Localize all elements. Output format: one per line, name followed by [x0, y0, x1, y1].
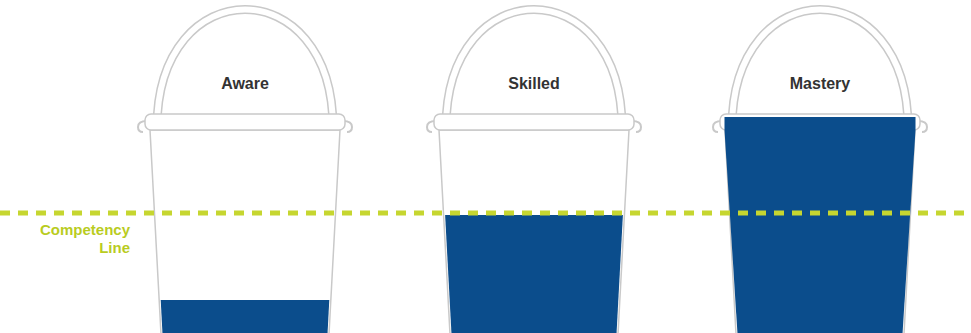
bucket-handle — [446, 10, 622, 129]
bucket-fill — [445, 215, 623, 333]
bucket-body — [150, 130, 340, 333]
bucket-shape — [710, 0, 930, 333]
bucket-node: Mastery — [710, 0, 930, 333]
level-title: Mastery — [710, 74, 930, 93]
bucket-shape — [424, 0, 644, 333]
bucket-node: Aware — [135, 0, 355, 333]
bucket-handle-inner — [732, 10, 908, 129]
level-title: Aware — [135, 74, 355, 93]
label-box: Competency Line — [20, 221, 130, 257]
bucket-shape — [135, 0, 355, 333]
bucket-fill — [725, 117, 916, 333]
competency-label: Competency Line — [20, 221, 130, 257]
bucket-node: Skilled — [424, 0, 644, 333]
bucket-body — [439, 130, 629, 333]
level-title: Skilled — [424, 74, 644, 93]
bucket-handle — [157, 10, 333, 129]
bucket-handle-inner — [157, 10, 333, 129]
bucket-rim — [434, 114, 634, 130]
bucket-rim — [145, 114, 345, 130]
bucket-fill — [161, 300, 330, 333]
bucket-handle — [732, 10, 908, 129]
bucket-handle-inner — [446, 10, 622, 129]
